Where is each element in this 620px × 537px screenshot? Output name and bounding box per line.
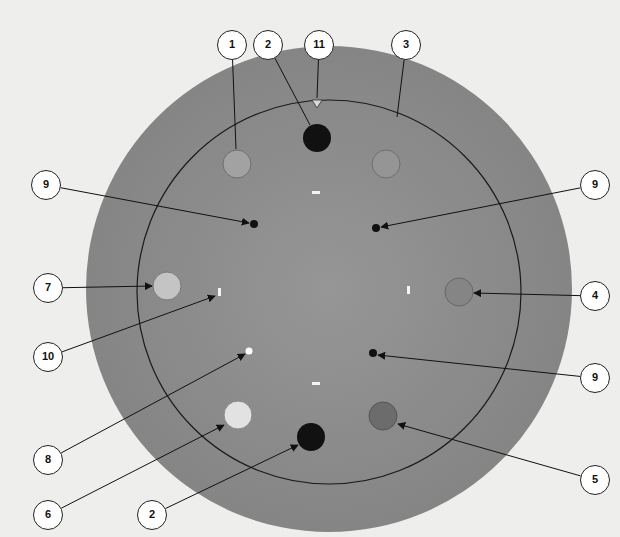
insert — [224, 401, 252, 429]
small-hole — [372, 224, 380, 232]
callout-number: 2 — [137, 500, 167, 530]
leader-line — [61, 354, 245, 453]
insert — [372, 150, 400, 178]
leader-line — [63, 286, 152, 288]
small-hole — [369, 349, 377, 357]
leader-line — [275, 58, 310, 125]
insert — [223, 150, 251, 178]
leader-line — [397, 60, 404, 117]
leader-line — [398, 424, 581, 476]
inner-ring — [137, 100, 521, 484]
leader-line — [381, 188, 580, 227]
small-hole — [250, 220, 258, 228]
callout-number: 4 — [580, 281, 610, 311]
leader-line — [61, 188, 249, 223]
leader-line — [62, 296, 215, 352]
callout-number: 2 — [253, 30, 283, 60]
callout-number: 1 — [217, 30, 247, 60]
leader-line — [317, 60, 318, 98]
leader-line — [474, 293, 580, 296]
callout-number: 9 — [580, 363, 610, 393]
air-insert — [303, 124, 331, 152]
insert — [369, 402, 397, 430]
callout-number: 8 — [33, 445, 63, 475]
leader-line — [378, 355, 580, 376]
leader-line — [233, 60, 236, 149]
callout-number: 9 — [580, 170, 610, 200]
leader-line — [61, 425, 224, 508]
insert — [153, 272, 181, 300]
leader-line — [166, 445, 298, 509]
callout-number: 9 — [31, 170, 61, 200]
callout-number: 10 — [33, 342, 63, 372]
marker — [312, 191, 320, 194]
marker — [312, 382, 320, 385]
wire-marker — [218, 288, 221, 296]
callout-number: 6 — [33, 500, 63, 530]
alignment-notch — [312, 100, 322, 108]
air-insert — [297, 423, 325, 451]
callout-number: 11 — [304, 30, 334, 60]
callout-number: 5 — [580, 465, 610, 495]
insert — [445, 278, 473, 306]
bead — [246, 348, 253, 355]
phantom-disc — [86, 46, 572, 532]
wire-marker — [407, 286, 410, 294]
callout-number: 3 — [391, 30, 421, 60]
callout-number: 7 — [33, 273, 63, 303]
